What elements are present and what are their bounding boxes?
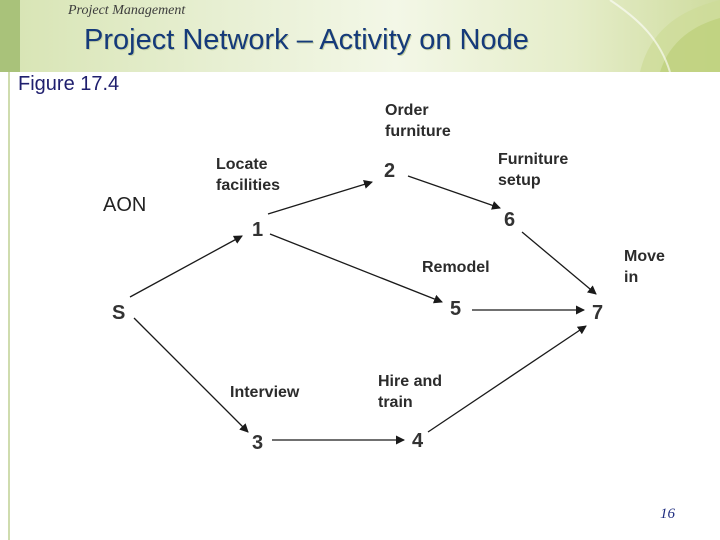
header-band [0, 0, 720, 72]
edge-6-to-7 [521, 231, 597, 295]
edge-2-to-6 [407, 175, 501, 210]
leaf-decoration-icon [609, 0, 720, 72]
activity-locate-facilities-line2: facilities [216, 177, 281, 194]
aon-label: AON [103, 194, 147, 216]
activity-hire-and-train-line2: train [378, 394, 413, 411]
slide-number: 16 [660, 506, 675, 522]
activity-move-in: Move in [624, 246, 665, 288]
activity-furniture-setup-line1: Furniture [498, 151, 569, 168]
activity-furniture-setup: Furniture setup [498, 149, 568, 191]
edge-s-to-1 [129, 235, 243, 298]
activity-hire-and-train-line1: Hire and [378, 373, 443, 390]
edge-4-to-7 [427, 325, 587, 433]
edge-1-to-5 [269, 233, 443, 304]
left-rule [8, 72, 10, 540]
activity-locate-facilities: Locate facilities [216, 154, 280, 196]
activity-interview: Interview [230, 384, 300, 401]
activity-furniture-setup-line2: setup [498, 172, 541, 189]
activity-move-in-line2: in [624, 269, 639, 286]
activity-locate-facilities-line1: Locate [216, 156, 268, 173]
course-name: Project Management [68, 3, 186, 18]
header-accent-stripe [0, 0, 20, 72]
edge-1-to-2 [267, 180, 373, 215]
node-3: 3 [252, 432, 264, 454]
node-1: 1 [252, 219, 264, 241]
edge-s-to-3 [133, 317, 249, 433]
slide-title: Project Network – Activity on Node [84, 24, 529, 56]
node-4: 4 [412, 430, 424, 452]
node-s: S [112, 302, 126, 324]
node-5: 5 [450, 298, 462, 320]
activity-move-in-line1: Move [624, 248, 665, 265]
activity-order-furniture-line2: furniture [385, 123, 451, 140]
figure-label: Figure 17.4 [18, 73, 120, 95]
node-7: 7 [592, 302, 604, 324]
activity-order-furniture: Order furniture [385, 100, 451, 142]
activity-order-furniture-line1: Order [385, 102, 429, 119]
node-6: 6 [504, 209, 516, 231]
activity-remodel: Remodel [422, 259, 490, 276]
activity-hire-and-train: Hire and train [378, 371, 442, 413]
node-2: 2 [384, 160, 396, 182]
